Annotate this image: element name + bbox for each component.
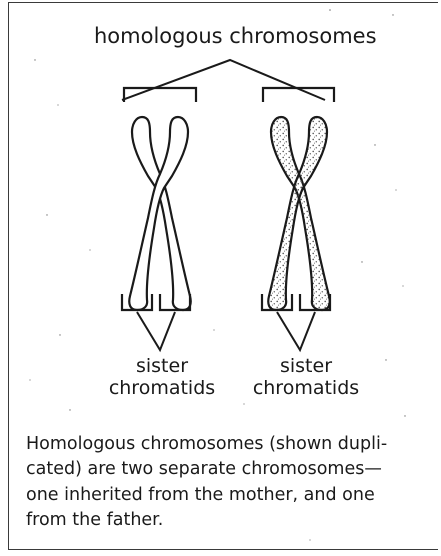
left-sister-pointer [137, 312, 175, 350]
figure-caption: Homologous chromosomes (shown dupli- cat… [26, 432, 438, 534]
left-sister-label-line2: chromatids [97, 378, 227, 400]
right-sister-label-line2: chromatids [241, 378, 371, 400]
left-sister-chromatids-label: sister chromatids [97, 356, 227, 400]
homologous-bracket [122, 60, 325, 100]
right-sister-chromatids-label: sister chromatids [241, 356, 371, 400]
left-chromosome [129, 117, 190, 310]
caption-line-2: cated) are two separate chromosomes— [26, 457, 438, 482]
bottom-brackets [122, 294, 330, 310]
caption-line-3: one inherited from the mother, and one [26, 483, 438, 508]
right-sister-pointer [277, 312, 315, 350]
right-chromosome [268, 117, 329, 310]
sister-pointer-lines [137, 312, 315, 350]
homologous-chromosomes-label: homologous chromosomes [94, 24, 364, 48]
right-sister-label-line1: sister [241, 356, 371, 378]
left-sister-label-line1: sister [97, 356, 227, 378]
caption-line-4: from the father. [26, 508, 438, 533]
caption-line-1: Homologous chromosomes (shown dupli- [26, 432, 438, 457]
